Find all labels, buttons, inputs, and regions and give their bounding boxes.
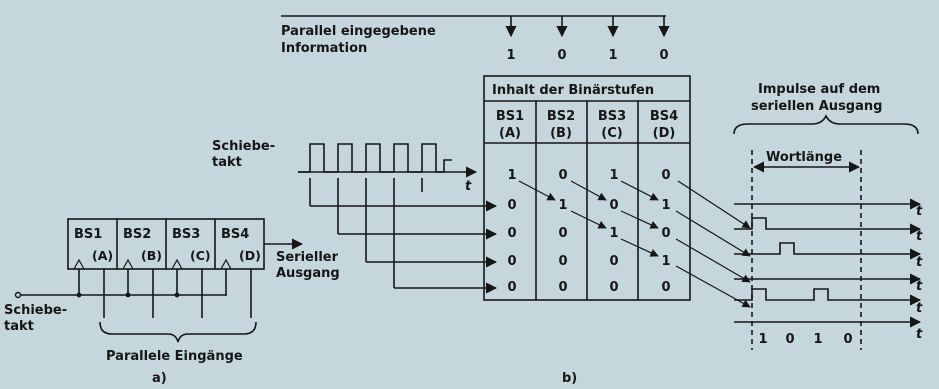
table-cell-r1-c3: 1 [609, 168, 618, 183]
table-header-bs2: BS2 [547, 109, 575, 124]
output-bit-4: 0 [843, 332, 852, 347]
parallel-input-value-1: 1 [506, 48, 515, 63]
output-bit-3: 1 [813, 332, 822, 347]
output-brace [733, 114, 919, 135]
clock-label-b-line1: Schiebe- [212, 139, 275, 154]
output-axis-label-6: t [916, 327, 923, 342]
table-cell-r3-c1: 0 [507, 226, 516, 241]
register-a-stage3-sub: (C) [190, 248, 211, 263]
table-cell-r5-c1: 0 [507, 280, 516, 295]
clock-label-b-line2: takt [212, 155, 242, 170]
table-header-bs4-sub: (D) [653, 126, 676, 141]
table-cell-r2-c4: 1 [661, 198, 670, 213]
table-cell-r3-c4: 0 [661, 226, 670, 241]
register-a-stage3-name: BS3 [172, 227, 200, 242]
table-header-bs4: BS4 [650, 109, 678, 124]
output-axis-label-3: t [916, 255, 923, 270]
word-length-label: Wortlänge [766, 150, 842, 165]
table-cell-r5-c3: 0 [609, 280, 618, 295]
register-a-stage2-sub: (B) [141, 248, 162, 263]
table-cell-r3-c3: 1 [609, 226, 618, 241]
table-cell-r1-c4: 0 [661, 168, 670, 183]
register-a-stage4-sub: (D) [239, 248, 261, 263]
register-a-stage2-name: BS2 [123, 227, 151, 242]
table-header-bs3-sub: (C) [601, 126, 622, 141]
table-cell-r1-c2: 0 [558, 168, 567, 183]
table-cell-r2-c3: 0 [609, 198, 618, 213]
caption-b: b) [562, 371, 577, 386]
clock-b-axis-label: t [465, 179, 472, 194]
table-header-bs1-sub: (A) [499, 126, 521, 141]
shift-arrows [518, 180, 659, 257]
register-a-stage1-sub: (A) [92, 248, 113, 263]
word-length-marker [751, 150, 862, 350]
clock-routing-lines [309, 178, 498, 294]
output-transfer-arrows [675, 180, 751, 308]
output-title-line1: Impulse auf dem [758, 82, 880, 97]
table-cell-r4-c3: 0 [609, 254, 618, 269]
table-cell-r4-c4: 1 [661, 254, 670, 269]
table-cell-r4-c1: 0 [507, 254, 516, 269]
parallel-inputs-label: Parallele Eingänge [106, 349, 243, 364]
output-title-line2: seriellen Ausgang [751, 99, 882, 114]
parallel-input-value-4: 0 [659, 48, 668, 63]
output-bit-2: 0 [785, 332, 794, 347]
table-cell-r5-c4: 0 [661, 280, 670, 295]
parallel-inputs-brace [99, 321, 257, 343]
table-header-bs3: BS3 [598, 109, 626, 124]
output-axis-label-4: t [916, 279, 923, 294]
register-a-stage4-name: BS4 [221, 227, 249, 242]
register-a-clock-line2: takt [4, 319, 34, 334]
table-cell-r4-c2: 0 [558, 254, 567, 269]
table-cell-r5-c2: 0 [558, 280, 567, 295]
serial-output-label-line2: Ausgang [276, 266, 340, 281]
parallel-input-label-line1: Parallel eingegebene [281, 24, 436, 39]
output-axis-label-5: t [916, 301, 923, 316]
parallel-input-label-line2: Information [281, 41, 367, 56]
output-waveforms [734, 198, 922, 328]
caption-a: a) [152, 371, 167, 386]
table-header-bs2-sub: (B) [550, 126, 572, 141]
table-cell-r1-c1: 1 [507, 168, 516, 183]
serial-output-label-line1: Serieller [276, 250, 339, 265]
table-cell-r2-c2: 1 [558, 198, 567, 213]
register-a-clock-line1: Schiebe- [4, 303, 67, 318]
output-bit-1: 1 [758, 332, 767, 347]
output-axis-label-1: t [916, 204, 923, 219]
register-a-stage1-name: BS1 [74, 227, 102, 242]
table-title: Inhalt der Binärstufen [492, 83, 654, 98]
table-cell-r3-c2: 0 [558, 226, 567, 241]
register-a-wiring [14, 269, 252, 318]
parallel-input-bus [281, 15, 670, 38]
output-axis-label-2: t [916, 229, 923, 244]
table-header-bs1: BS1 [496, 109, 524, 124]
parallel-input-value-3: 1 [608, 48, 617, 63]
clock-waveform-b [298, 143, 478, 178]
table-cell-r2-c1: 0 [507, 198, 516, 213]
binary-stage-table [483, 75, 691, 301]
parallel-input-value-2: 0 [557, 48, 566, 63]
